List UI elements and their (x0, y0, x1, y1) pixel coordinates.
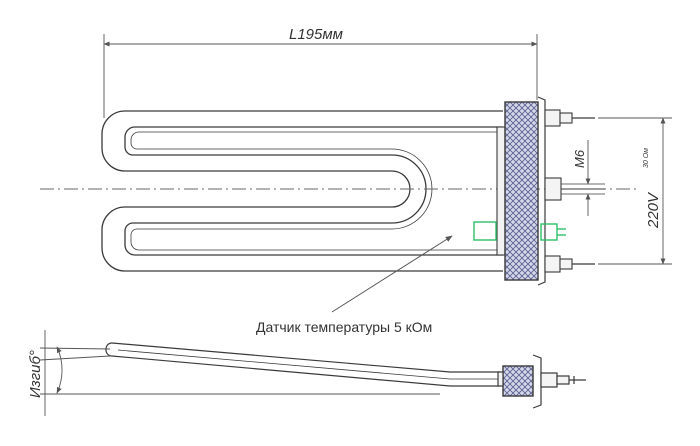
length-dimension (103, 34, 538, 118)
voltage-label: 220V (645, 191, 662, 229)
top-view (101, 110, 503, 272)
side-tube (105, 342, 500, 387)
flange-lip (537, 96, 546, 286)
tube-inner-edge (130, 131, 503, 251)
side-flange (502, 365, 534, 397)
top-terminal (544, 109, 595, 127)
length-label: L195мм (289, 26, 343, 43)
mounting-plate (496, 126, 506, 256)
bend-label: Изгиб° (27, 350, 44, 398)
resistance-label: 30 Ом (643, 148, 650, 168)
voltage-dimension (598, 117, 672, 265)
rubber-flange (504, 101, 539, 281)
bottom-terminal (544, 255, 595, 273)
sensor-leader (331, 235, 453, 313)
tube-inner-contour (124, 126, 503, 256)
m6-stud (544, 177, 605, 201)
bend-dimension (39, 330, 440, 416)
sensor-label: Датчик температуры 5 кОм (256, 319, 432, 335)
tube-outer-contour (101, 110, 503, 272)
temperature-sensor (473, 221, 566, 241)
thread-label: М6 (572, 149, 587, 168)
side-view (105, 342, 586, 409)
